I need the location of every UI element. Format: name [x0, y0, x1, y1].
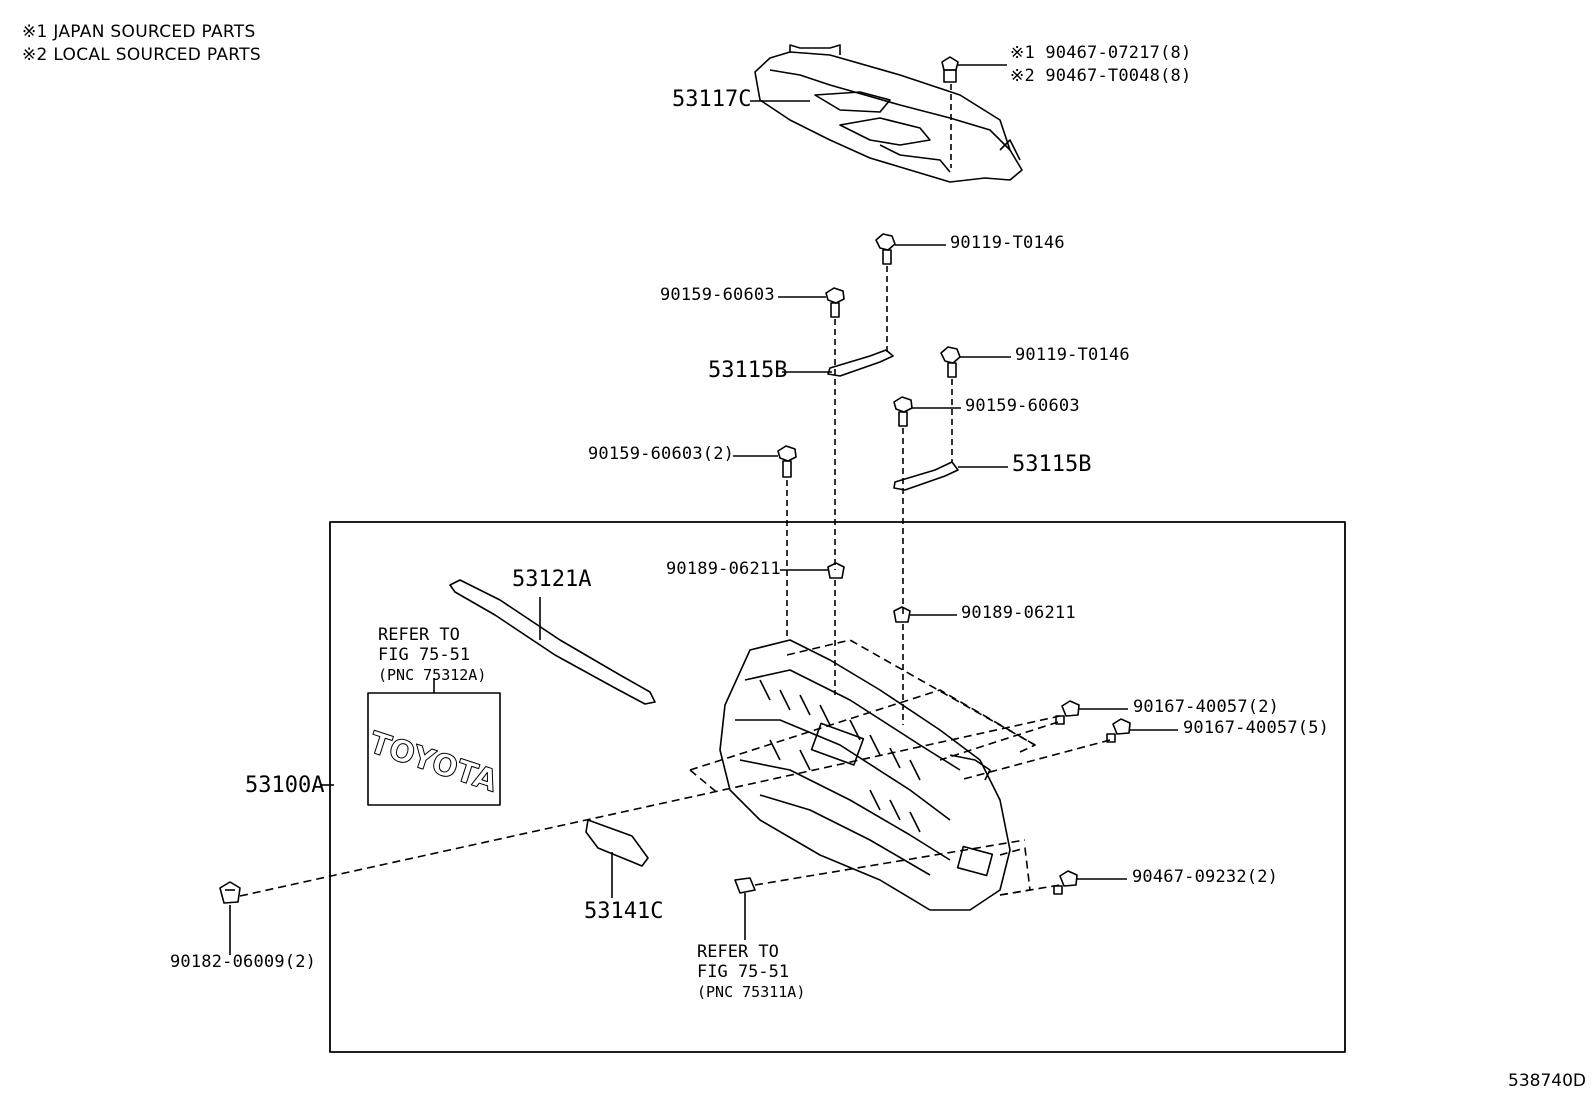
legend-japan: ※1 JAPAN SOURCED PARTS: [22, 22, 256, 42]
molding-part: [449, 579, 656, 705]
label-nut-1: 90189-06211: [666, 559, 781, 579]
note-emblem-ref: REFER TO FIG 75-51 (PNC 75312A): [378, 625, 486, 685]
diagram-code: 538740D: [1508, 1071, 1586, 1091]
label-nut-3: 90182-06009(2): [170, 952, 317, 972]
nut-3: [219, 881, 241, 904]
note-emblem-line-1: REFER TO: [378, 625, 460, 645]
clip-1: [1055, 700, 1080, 725]
note-lower-line-2: FIG 75-51: [697, 962, 790, 982]
label-clip-local: ※2 90467-T0048(8): [1010, 66, 1192, 86]
nut-1: [827, 562, 845, 579]
label-bracket-2: 53115B: [1012, 452, 1092, 477]
label-insert: 53141C: [584, 899, 664, 924]
label-screw-3: 90159-60603(2): [588, 444, 735, 464]
label-screw-1: 90159-60603: [660, 285, 775, 305]
undercover-part: [754, 44, 1023, 183]
grille-part: [719, 639, 1011, 911]
clip-3: [1053, 870, 1078, 895]
screw-3: [777, 445, 797, 478]
bolt-top-2: [940, 346, 961, 378]
screw-1: [825, 287, 845, 318]
bracket-2: [893, 461, 959, 491]
label-molding: 53121A: [512, 567, 592, 592]
label-undercover: 53117C: [672, 87, 752, 112]
insert-part: [585, 819, 649, 867]
label-grille: 53100A: [245, 773, 325, 798]
legend-local: ※2 LOCAL SOURCED PARTS: [22, 45, 261, 65]
note-lower-line-1: REFER TO: [697, 942, 779, 962]
label-clip-3: 90467-09232(2): [1132, 867, 1279, 887]
assembly-frame: [329, 521, 1346, 1053]
bracket-1: [827, 349, 894, 377]
note-lower-ref: REFER TO FIG 75-51 (PNC 75311A): [697, 942, 805, 1002]
label-clip-japan: ※1 90467-07217(8): [1010, 43, 1192, 63]
clip-2: [1106, 718, 1131, 743]
label-nut-2: 90189-06211: [961, 603, 1076, 623]
nut-2: [893, 606, 911, 623]
note-lower-line-3: (PNC 75311A): [697, 983, 806, 1001]
label-bolt-top-2: 90119-T0146: [1015, 345, 1130, 365]
label-clip-1: 90167-40057(2): [1133, 697, 1280, 717]
bolt-top-1: [875, 233, 896, 265]
label-bolt-top-1: 90119-T0146: [950, 233, 1065, 253]
lower-trim-part: [734, 877, 756, 894]
emblem-text: TOYOTA: [365, 725, 502, 799]
label-bracket-1: 53115B: [708, 358, 788, 383]
note-emblem-line-3: (PNC 75312A): [378, 666, 487, 684]
note-emblem-line-2: FIG 75-51: [378, 645, 471, 665]
label-screw-2: 90159-60603: [965, 396, 1080, 416]
screw-2: [893, 396, 913, 427]
clip-top: [941, 56, 959, 83]
label-clip-2: 90167-40057(5): [1183, 718, 1330, 738]
